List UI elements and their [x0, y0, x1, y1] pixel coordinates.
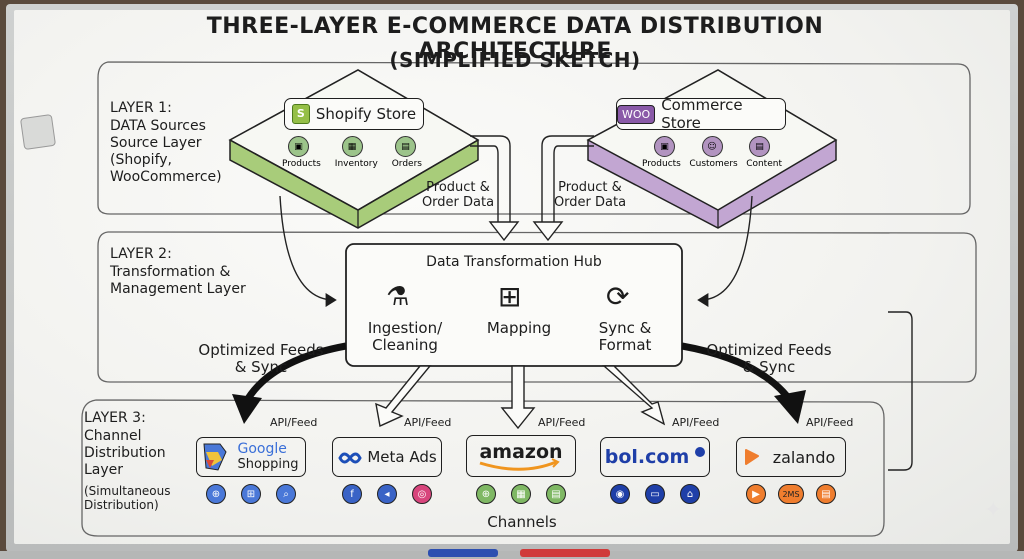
api-label-google: API/Feed	[270, 416, 318, 429]
woo-store-label: Commerce Store	[661, 96, 743, 132]
diagram-title: THREE-LAYER E-COMMERCE DATA DISTRIBUTION…	[206, 14, 824, 64]
side-bracket	[888, 311, 913, 471]
content-icon: ▤	[749, 136, 770, 157]
zalando-card: zalando	[736, 437, 846, 477]
zalando-label: zalando	[772, 447, 836, 467]
shopping-label: Shopping	[237, 457, 299, 472]
layer3-text: Channel Distribution Layer	[84, 428, 166, 478]
globe-icon: ◉	[610, 484, 630, 504]
store-icon: ⌂	[680, 484, 700, 504]
api-label-meta: API/Feed	[404, 416, 452, 429]
marker-tray	[0, 551, 1024, 559]
facebook-icon: f	[342, 484, 362, 504]
meta-ads-label: Meta Ads	[367, 448, 437, 466]
woo-item-content: Content	[746, 159, 782, 169]
shopify-store-label: Shopify Store	[315, 105, 417, 123]
api-label-amazon: API/Feed	[538, 416, 586, 429]
search-icon: ⌕	[276, 484, 296, 504]
play-icon: ▶	[746, 484, 766, 504]
sync-arrows-icon: ⟳	[606, 280, 630, 313]
bol-card: bol.com	[600, 437, 710, 477]
cart-icon: ⊞	[241, 484, 261, 504]
google-logo-icon	[203, 443, 227, 471]
bol-badge-icon	[695, 447, 706, 457]
woo-item-products: Products	[642, 159, 681, 169]
zalando-logo-icon	[745, 449, 759, 465]
cleaning-pot-icon: ⚗	[386, 282, 410, 312]
channels-caption: Channels	[487, 513, 557, 531]
mapping-nodes-icon: ⊞	[498, 280, 522, 313]
grid-icon: ▦	[511, 484, 531, 504]
woo-item-icons: ▣ ☺ ▤	[654, 136, 770, 157]
zalando-icon-row: ▶ 2MS ▤	[746, 484, 836, 504]
cart-icon: ⊕	[476, 484, 496, 504]
woo-logo-icon: WOO	[617, 104, 656, 124]
hub-step-ingestion: Ingestion/ Cleaning	[367, 319, 443, 354]
diagram-subtitle: (SIMPLIFIED SKETCH)	[389, 48, 641, 72]
shopify-store-card: S Shopify Store	[284, 98, 424, 130]
sparkle-icon: ✦	[984, 498, 1003, 523]
bol-icon-row: ◉ ▭ ⌂	[610, 484, 700, 504]
woo-products-icon: ▣	[654, 136, 675, 157]
hub-step-mapping: Mapping	[486, 319, 552, 337]
shopify-item-orders: Orders	[391, 159, 422, 169]
meta-ads-card: Meta Ads	[332, 437, 442, 477]
megaphone-icon: ◂	[377, 484, 397, 504]
shopify-item-labels: Products Inventory Orders	[282, 159, 422, 169]
blue-marker	[428, 549, 498, 557]
google-icon-row: ⊕ ⊞ ⌕	[206, 484, 296, 504]
layer2-heading: LAYER 2:	[110, 246, 172, 262]
woo-store-card: WOO Commerce Store	[616, 96, 786, 132]
google-shopping-card: Google Shopping	[196, 437, 306, 477]
shopify-item-inventory: Inventory	[334, 159, 378, 169]
cart-icon: ⊕	[206, 484, 226, 504]
layer1-heading: LAYER 1:	[110, 100, 172, 116]
feeds-label-right: Optimized Feeds & Sync	[706, 341, 832, 376]
products-icon: ▣	[288, 136, 309, 157]
inventory-icon: ▦	[341, 136, 363, 157]
orders-icon: ▤	[395, 136, 416, 157]
woo-item-labels: Products Customers Content	[642, 159, 782, 169]
hub-title: Data Transformation Hub	[426, 254, 602, 270]
meta-logo-icon	[338, 452, 362, 464]
shopify-bag-icon: S	[291, 104, 310, 124]
layer2-outline	[97, 231, 977, 383]
feeds-label-left: Optimized Feeds & Sync	[198, 341, 324, 376]
layer2-text: Transformation & Management Layer	[110, 264, 246, 297]
zms-badge-icon: 2MS	[778, 484, 804, 504]
instagram-icon: ◎	[412, 484, 432, 504]
meta-icon-row: f ◂ ◎	[342, 484, 432, 504]
list-icon: ▤	[546, 484, 566, 504]
red-marker	[520, 549, 610, 557]
customers-icon: ☺	[701, 136, 723, 157]
api-label-zalando: API/Feed	[806, 416, 854, 429]
layer1-text: DATA Sources Source Layer (Shopify, WooC…	[110, 118, 222, 185]
amazon-label: amazon	[479, 441, 563, 463]
hub-step-sync: Sync & Format	[598, 319, 652, 354]
api-label-bol: API/Feed	[672, 416, 720, 429]
amazon-card: amazon	[466, 435, 576, 477]
layer1-outline	[97, 61, 971, 215]
truck-icon: ▭	[645, 484, 665, 504]
bol-label: bol.com	[604, 446, 690, 468]
amazon-smile-icon	[479, 460, 557, 471]
flow-label-right: Product & Order Data	[553, 180, 627, 210]
woo-item-customers: Customers	[689, 159, 738, 169]
google-label: Google	[237, 441, 287, 457]
shopify-item-icons: ▣ ▦ ▤	[288, 136, 416, 157]
layer3-note: (Simultaneous Distribution)	[84, 484, 171, 512]
eraser	[19, 113, 57, 151]
document-icon: ▤	[816, 484, 836, 504]
amazon-icon-row: ⊕ ▦ ▤	[476, 484, 566, 504]
flow-label-left: Product & Order Data	[421, 180, 495, 210]
shopify-item-products: Products	[282, 159, 321, 169]
layer3-outline	[81, 399, 885, 537]
layer3-heading: LAYER 3:	[84, 410, 146, 426]
